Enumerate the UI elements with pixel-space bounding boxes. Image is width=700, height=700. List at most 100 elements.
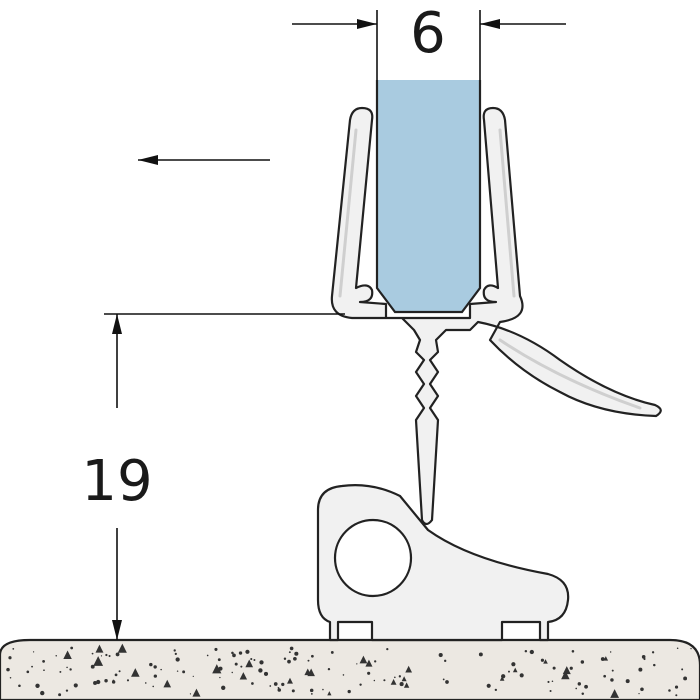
floor-speckle	[638, 692, 640, 695]
floor-speckle	[258, 668, 263, 673]
floor-speckle	[625, 679, 630, 684]
floor-speckle	[192, 675, 194, 677]
floor-speckle	[569, 666, 573, 670]
profile-highlight-right	[498, 128, 516, 298]
floor-speckle	[681, 668, 684, 671]
floor-speckle	[287, 677, 293, 684]
floor-speckle	[653, 663, 656, 667]
floor-speckle	[584, 684, 588, 689]
floor-speckle	[547, 680, 550, 684]
floor-speckle	[9, 676, 12, 679]
floor-speckle	[304, 668, 312, 676]
floor-speckle	[373, 679, 376, 682]
floor-speckle	[310, 654, 314, 658]
floor-speckle	[310, 692, 313, 695]
floor-speckle	[519, 673, 524, 678]
floor-speckle	[152, 685, 155, 688]
floor-speckle	[153, 665, 157, 669]
floor-speckle	[217, 658, 221, 662]
floor-speckle	[219, 676, 221, 679]
floor-speckle	[359, 683, 362, 686]
floor-speckle	[105, 653, 108, 657]
floor-speckle	[40, 690, 45, 696]
floor-speckle	[478, 652, 483, 657]
floor-speckle	[399, 682, 404, 687]
floor-speckle	[253, 659, 256, 662]
floor-speckle	[95, 662, 99, 666]
floor-speckle	[240, 665, 243, 668]
floor-speckle	[288, 651, 291, 654]
floor-speckle	[93, 681, 97, 685]
floor-speckle	[214, 647, 218, 651]
floor-speckle	[221, 685, 226, 690]
floor-speckle	[293, 656, 297, 661]
floor-speckle	[73, 683, 78, 688]
floor-speckle	[250, 657, 253, 661]
floor-speckle	[367, 671, 371, 675]
floor-speckle	[206, 654, 209, 657]
floor-speckle	[359, 655, 368, 664]
floor-speckle	[571, 650, 575, 653]
floor-speckle	[173, 649, 176, 652]
floor-speckle	[444, 659, 447, 663]
glass-thickness-label: 6	[410, 1, 446, 66]
floor-speckle	[641, 655, 646, 659]
floor-speckle	[405, 665, 413, 673]
floor-speckle	[182, 670, 186, 674]
floor-speckle	[511, 662, 516, 667]
floor-speckle	[322, 688, 324, 691]
floor-speckle	[603, 674, 607, 678]
floor-speckle	[66, 666, 68, 669]
floor-speckle	[347, 689, 351, 694]
floor-texture-speckles	[6, 643, 692, 698]
height-label: 19	[81, 449, 152, 514]
floor-speckle	[259, 660, 264, 665]
floor-speckle	[508, 670, 510, 673]
profile-highlight-left	[338, 128, 358, 298]
floor-speckle	[176, 670, 179, 672]
floor-speckle	[327, 691, 332, 696]
floor-speckle	[561, 670, 570, 680]
floor-speckle	[269, 685, 272, 687]
floor-speckle	[356, 663, 358, 665]
floor-speckle	[603, 656, 609, 661]
floor-speckle	[383, 679, 386, 682]
floor-speckle	[163, 679, 172, 688]
floor-speckle	[287, 659, 291, 664]
floor-speckle	[445, 680, 449, 684]
floor-speckle	[131, 668, 140, 677]
floor-speckle	[674, 685, 679, 689]
floor-speckle	[26, 670, 30, 674]
floor-speckle	[640, 687, 644, 692]
floor-speckle	[294, 651, 299, 656]
floor-speckle	[263, 671, 269, 676]
floor-speckle	[289, 646, 294, 651]
floor-speckle	[486, 683, 491, 688]
floor-speckle	[43, 669, 45, 672]
floor-speckle	[59, 670, 62, 673]
floor-speckle	[108, 654, 111, 658]
floor-speckle	[35, 683, 40, 688]
floor-speckle	[95, 644, 104, 653]
floor-speckle	[114, 673, 118, 677]
floor-speckle	[529, 649, 534, 655]
floor-speckle	[401, 676, 407, 682]
floor-speckle	[96, 679, 101, 685]
floor-speckle	[390, 678, 397, 685]
floor-speckle	[90, 664, 95, 669]
floor-speckle	[307, 659, 310, 662]
floor-speckle	[609, 651, 612, 653]
floor-speckle	[112, 679, 115, 682]
floor-speckle	[31, 665, 33, 668]
floor-speckle	[581, 692, 585, 696]
floor-speckle	[63, 650, 72, 660]
floor-speckle	[115, 652, 120, 657]
floor-speckle	[212, 664, 222, 674]
floor-speckle	[18, 684, 21, 688]
floor-surface	[0, 638, 700, 700]
floor-speckle	[683, 676, 688, 681]
base-profile-hole	[333, 518, 413, 598]
dimension-height: 19	[81, 313, 345, 640]
floor-speckle	[638, 667, 643, 672]
floor-speckle	[32, 651, 35, 653]
